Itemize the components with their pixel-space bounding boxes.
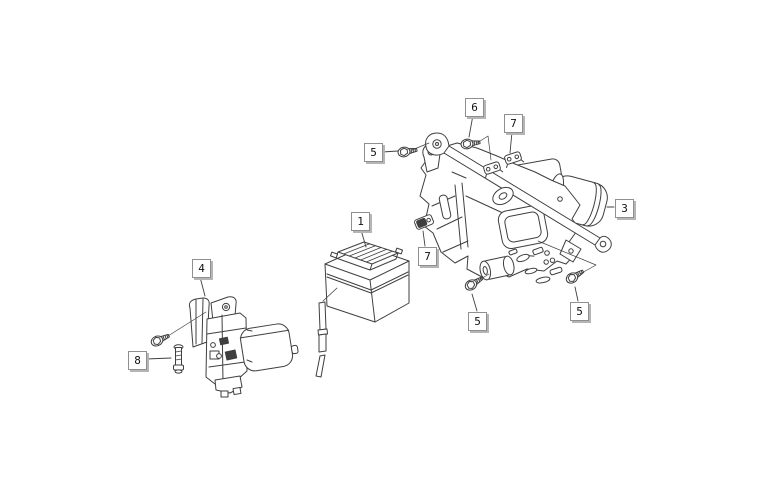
callout-1-battery: 1 [351, 212, 370, 231]
battery-vent-tube-drawing [315, 287, 338, 378]
leader-lines [145, 114, 615, 360]
battery-drawing [324, 241, 410, 323]
mount-boss-drawing [479, 255, 515, 281]
callout-5-screw-mid: 5 [468, 312, 487, 331]
strap-drawing [425, 132, 612, 253]
callout-4-regulator: 4 [192, 259, 211, 278]
screw-5-mid-drawing [462, 273, 486, 293]
callout-5-screw-top: 5 [364, 143, 383, 162]
screw-5-top-drawing [396, 144, 419, 159]
callout-7-clamp-left: 7 [418, 247, 437, 266]
callout-7-clamp-top: 7 [504, 114, 523, 133]
screw-5-right-drawing [563, 266, 587, 286]
support-assembly-drawing [396, 132, 612, 293]
callout-5-screw-right: 5 [570, 302, 589, 321]
callout-6-screw: 6 [465, 98, 484, 117]
bracket-screw-drawing [149, 330, 172, 349]
support-bracket-drawing [419, 142, 582, 278]
construction-lines [411, 135, 597, 281]
callout-8-stud: 8 [128, 351, 147, 370]
callout-3-canister: 3 [615, 199, 634, 218]
regulator-assembly-drawing [149, 296, 299, 398]
stud-8-drawing [173, 344, 184, 374]
terminal-clips-drawing [508, 246, 563, 284]
relay-drawing [239, 323, 299, 372]
clamp-7-left-drawing [414, 214, 434, 230]
